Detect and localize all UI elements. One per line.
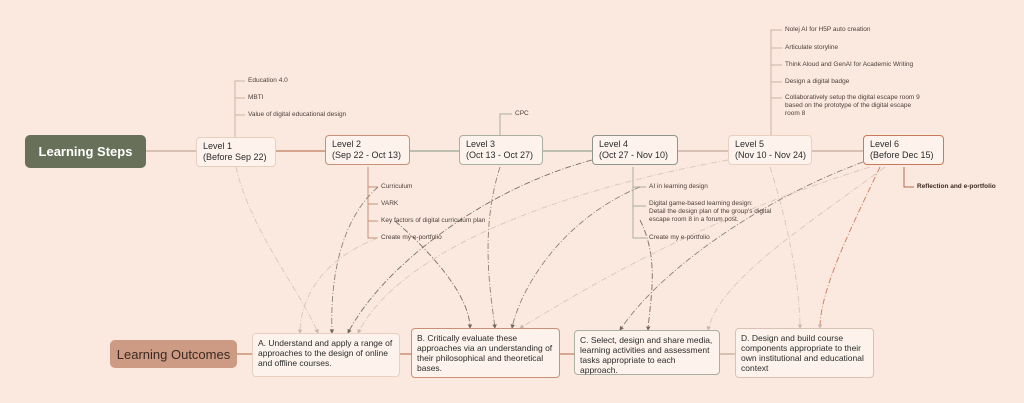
leaf-ai-learning-design[interactable]: AI in learning design — [649, 183, 708, 190]
level-6-node[interactable]: Level 6 (Before Dec 15) — [863, 135, 944, 165]
link-eportfolio-a — [297, 237, 379, 334]
learning-steps-root[interactable]: Learning Steps — [25, 135, 146, 168]
leaf-mbti[interactable]: MBTI — [248, 94, 264, 101]
level-5-node[interactable]: Level 5 (Nov 10 - Nov 24) — [728, 135, 812, 165]
leaf-create-eportfolio-2[interactable]: Create my e-portfolio — [381, 234, 442, 241]
leaf-create-eportfolio-4[interactable]: Create my e-portfolio — [649, 234, 710, 241]
level3-branch — [499, 113, 512, 136]
level-3-node[interactable]: Level 3 (Oct 13 - Oct 27) — [459, 135, 543, 165]
level-4-date: (Oct 27 - Nov 10) — [599, 150, 669, 160]
level6-branch — [903, 167, 914, 188]
leaf-escape-room-3: room 8 — [785, 110, 806, 117]
level-2-node[interactable]: Level 2 (Sep 22 - Oct 13) — [325, 135, 410, 165]
link-l1-a — [235, 166, 319, 334]
leaf-digital-badge[interactable]: Design a digital badge — [785, 78, 850, 85]
level-3-date: (Oct 13 - Oct 27) — [466, 150, 534, 160]
level-3-title: Level 3 — [466, 139, 496, 149]
leaf-vark[interactable]: VARK — [381, 200, 399, 207]
link-l6-b — [519, 166, 871, 329]
leaf-think-aloud[interactable]: Think Aloud and GenAI for Academic Writi… — [785, 61, 914, 68]
link-l3-b — [487, 166, 501, 329]
link-dgbl-c — [639, 219, 653, 331]
leaf-cpc[interactable]: CPC — [515, 110, 529, 117]
level-4-node[interactable]: Level 4 (Oct 27 - Nov 10) — [592, 135, 678, 165]
level1-branch — [234, 80, 245, 138]
level-5-title: Level 5 — [735, 139, 765, 149]
leaf-escape-room-1[interactable]: Collaboratively setup the digital escape… — [785, 94, 920, 101]
link-l6-c2 — [706, 166, 886, 331]
level-1-date: (Before Sep 22) — [203, 152, 267, 162]
level-2-date: (Sep 22 - Oct 13) — [332, 150, 402, 160]
leaf-key-factors[interactable]: Key factors of digital curriculum plan — [381, 217, 486, 224]
outcome-c[interactable]: C. Select, design and share media, learn… — [574, 330, 720, 375]
link-keyfactors-b — [394, 220, 473, 329]
leaf-dgbl-detail-2: escape room 8 in a forum post. — [649, 216, 739, 223]
link-l4-a — [347, 159, 593, 334]
level-1-node[interactable]: Level 1 (Before Sep 22) — [196, 137, 276, 167]
level-2-title: Level 2 — [332, 139, 362, 149]
outcome-a[interactable]: A. Understand and apply a range of appro… — [252, 333, 400, 377]
level-4-title: Level 4 — [599, 139, 629, 149]
link-l6-c — [619, 161, 864, 331]
outcome-d[interactable]: D. Design and build course components ap… — [735, 328, 874, 378]
leaf-dgbl-title[interactable]: Digital game-based learning design: — [649, 200, 753, 207]
leaf-dgbl-detail-1: Detail the design plan of the group's di… — [649, 208, 772, 215]
leaf-reflection[interactable]: Reflection and e-portfolio — [917, 183, 996, 190]
link-l5-a — [357, 159, 729, 334]
leaf-articulate[interactable]: Articulate storyline — [785, 44, 839, 51]
link-l6-d — [817, 166, 881, 329]
link-ai-b — [510, 186, 641, 329]
level2-branch — [367, 167, 378, 239]
level5-branch — [770, 29, 782, 136]
outcome-b[interactable]: B. Critically evaluate these approaches … — [411, 328, 560, 378]
leaf-escape-room-2: based on the prototype of the digital es… — [785, 102, 912, 109]
link-l5-d — [769, 166, 803, 329]
level-5-date: (Nov 10 - Nov 24) — [735, 150, 807, 160]
level-1-title: Level 1 — [203, 141, 233, 151]
leaf-value-digital-design[interactable]: Value of digital educational design — [248, 111, 347, 118]
leaf-nolej-ai[interactable]: Nolej AI for H5P auto creation — [785, 26, 871, 33]
leaf-education-4[interactable]: Education 4.0 — [248, 77, 288, 84]
level-6-date: (Before Dec 15) — [870, 150, 934, 160]
learning-outcomes-root[interactable]: Learning Outcomes — [110, 340, 237, 368]
level-6-title: Level 6 — [870, 139, 900, 149]
leaf-curriculum[interactable]: Curriculum — [381, 183, 413, 190]
